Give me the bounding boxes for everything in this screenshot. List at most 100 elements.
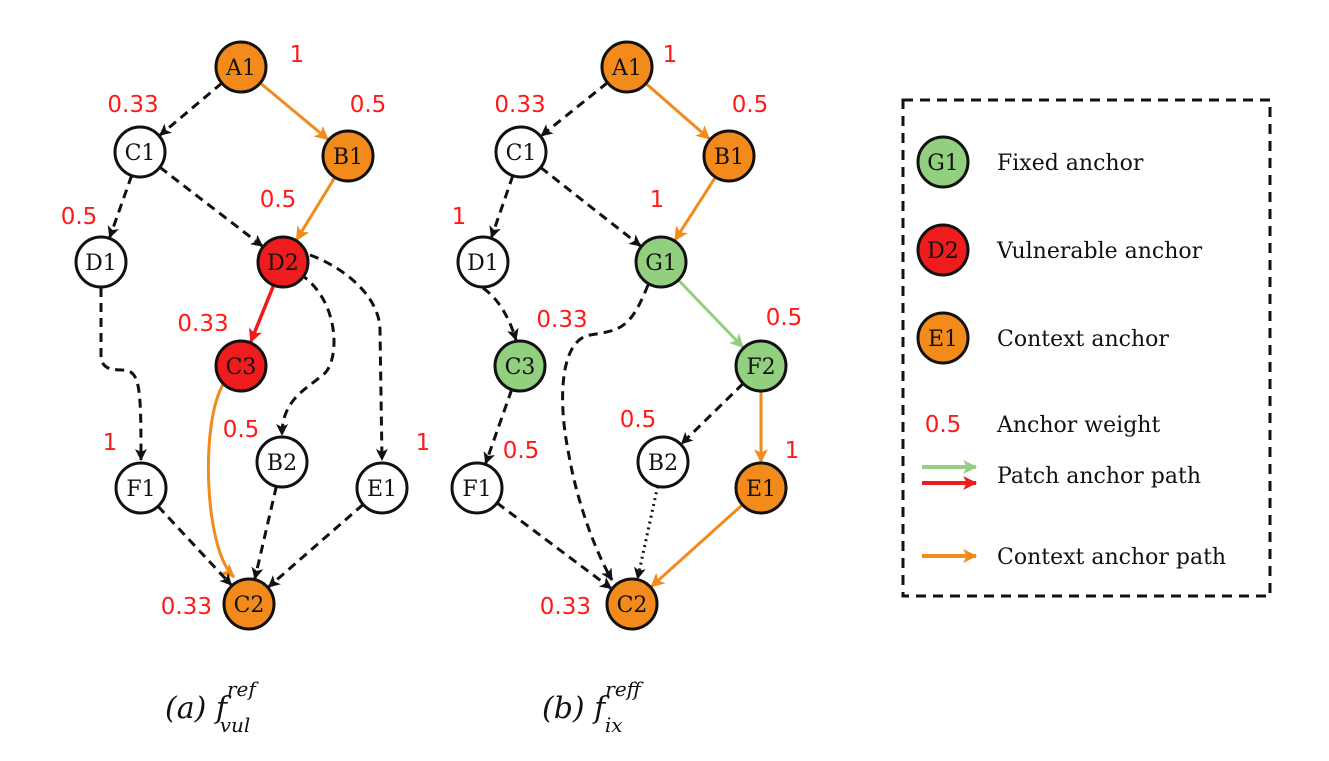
edge-a-d2-to-c3 (249, 284, 276, 343)
legend-label-0: Fixed anchor (997, 151, 1144, 176)
legend-label-3: Anchor weight (996, 413, 1160, 438)
node-b-c3-label: C3 (505, 355, 536, 380)
node-a-f1-label: F1 (126, 477, 155, 502)
legend-weight-symbol: 0.5 (925, 412, 962, 438)
weight-b-b2: 0.5 (620, 407, 657, 433)
legend-item-4: Patch anchor path (922, 460, 1201, 489)
weight-b-g1: 1 (650, 187, 665, 213)
node-a-e1-circle (355, 461, 409, 515)
edge-b-d1-to-c3 (482, 286, 519, 341)
node-a-a1: A1 (214, 40, 268, 94)
legend-label-4: Patch anchor path (997, 464, 1201, 489)
node-a-c1: C1 (113, 125, 167, 179)
node-b-b2-label: B2 (648, 451, 678, 476)
edge-b-g1-to-c2 (561, 284, 650, 581)
node-b-c3-circle (493, 339, 547, 393)
node-a-f1-circle (114, 461, 168, 515)
node-a-c2-label: C2 (234, 593, 265, 618)
node-b-g1: G1 (634, 235, 688, 289)
edge-b-b1-to-g1 (673, 176, 717, 242)
legend-vulnerable-swatch (916, 223, 970, 277)
node-b-c2: C2 (605, 577, 659, 631)
edge-a-d2-to-b2 (276, 272, 336, 436)
legend-context-swatch (916, 311, 970, 365)
node-b-b2: B2 (636, 435, 690, 489)
graph-b-edges (482, 81, 768, 590)
legend-context-symbol: E1 (928, 327, 958, 352)
node-a-d2: D2 (256, 235, 310, 289)
edge-a-d2-to-e1 (309, 253, 388, 461)
node-b-f1: F1 (450, 461, 504, 515)
node-b-f2-circle (734, 339, 788, 393)
weight-a-f1: 1 (103, 430, 118, 456)
node-b-b1-label: B1 (714, 145, 744, 170)
node-a-d2-circle (256, 235, 310, 289)
weight-a-c3: 0.33 (177, 311, 228, 337)
caption-a-sub: vul (220, 713, 251, 737)
node-a-c1-label: C1 (125, 141, 156, 166)
edge-b-e1-to-c2 (650, 503, 744, 588)
node-a-e1: E1 (355, 461, 409, 515)
edge-a-d1-to-f1 (99, 288, 147, 461)
node-a-b2-circle (255, 435, 309, 489)
caption-b-sup: ref (605, 677, 644, 701)
weight-a-b1: 0.5 (350, 92, 387, 118)
weight-a-d2: 0.5 (260, 187, 297, 213)
node-a-c2: C2 (222, 577, 276, 631)
node-a-c3-label: C3 (226, 355, 257, 380)
legend-item-3: 0.5 Anchor weight (925, 412, 1161, 438)
node-b-c2-label: C2 (617, 593, 648, 618)
weight-a-c1: 0.33 (107, 92, 158, 118)
node-b-d1-label: D1 (467, 251, 499, 276)
weight-a-b2: 0.5 (223, 417, 260, 443)
edge-a-c1-to-d2 (158, 166, 264, 248)
legend-label-6: Context anchor path (997, 545, 1226, 570)
edge-b-f1-to-c2 (496, 501, 613, 590)
node-a-d1: D1 (74, 235, 128, 289)
legend-item-0: G1 Fixed anchor (916, 135, 1144, 189)
node-b-g1-label: G1 (645, 251, 677, 276)
weight-b-e1: 1 (785, 438, 800, 464)
node-a-d1-label: D1 (85, 251, 117, 276)
caption-b-prefix: (b) f (542, 691, 610, 726)
node-a-b2: B2 (255, 435, 309, 489)
edge-b-g1-to-f2 (677, 278, 745, 349)
node-b-c1-label: C1 (506, 141, 537, 166)
node-a-e1-label: E1 (367, 477, 397, 502)
weight-a-c2: 0.33 (161, 594, 212, 620)
node-b-d1: D1 (456, 235, 510, 289)
legend-fixed-swatch (916, 135, 970, 189)
edge-b-b2-to-c2 (634, 486, 660, 580)
edge-b-a1-to-b1 (644, 82, 711, 141)
weight-a-d1: 0.5 (61, 204, 98, 230)
legend-fixed-symbol: G1 (927, 151, 959, 176)
edge-b-f2-to-b2 (680, 382, 745, 445)
node-a-b1-label: B1 (333, 145, 363, 170)
legend-item-6: Context anchor path (922, 545, 1226, 570)
node-b-f1-label: F1 (462, 477, 491, 502)
node-a-c3-circle (214, 339, 268, 393)
weight-b-a1: 1 (663, 42, 678, 68)
node-b-c1: C1 (494, 125, 548, 179)
node-b-b2-circle (636, 435, 690, 489)
node-a-f1: F1 (114, 461, 168, 515)
legend-label-1: Vulnerable anchor (996, 239, 1203, 264)
weight-a-e1: 1 (416, 430, 431, 456)
caption-a-sup: ref (227, 677, 259, 701)
caption-b-sub: fix (605, 713, 623, 737)
node-b-a1-circle (600, 40, 654, 94)
node-b-a1: A1 (600, 40, 654, 94)
node-b-b1-circle (702, 129, 756, 183)
node-b-a1-label: A1 (611, 56, 642, 81)
edge-a-f1-to-c2 (156, 505, 233, 586)
graph-a-edges (99, 81, 388, 589)
legend-border (901, 98, 1272, 598)
